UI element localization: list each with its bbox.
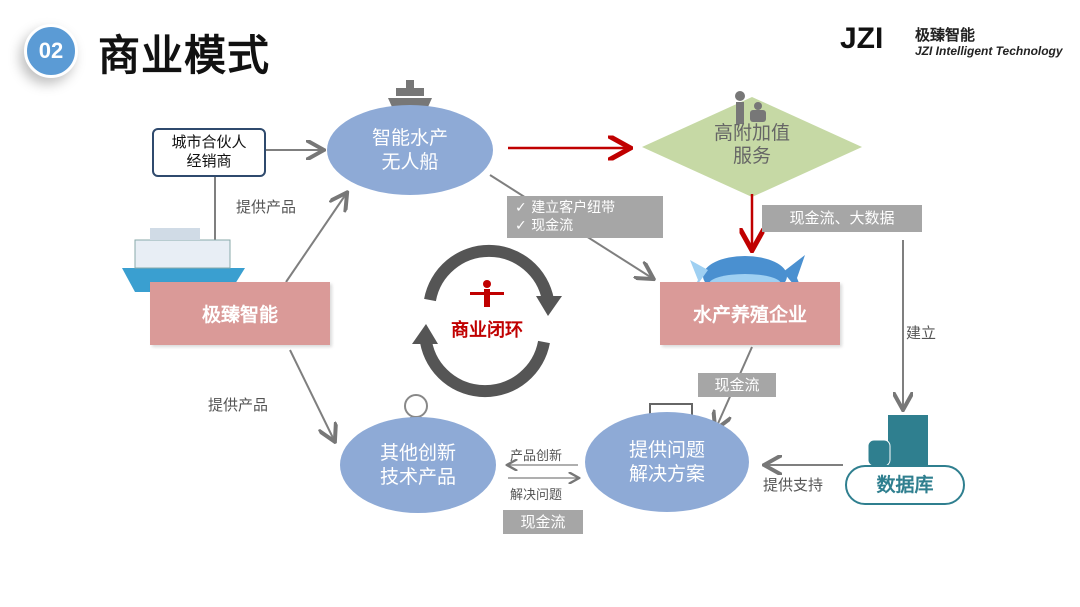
solve-problem-label: 解决问题 — [510, 488, 563, 503]
check-item-text: 建立客户纽带 — [531, 200, 616, 216]
section-number-badge: 02 — [24, 24, 78, 78]
build-label: 建立 — [906, 324, 937, 342]
unmanned-boat-node: 智能水产 无人船 — [327, 105, 493, 195]
server-database-icon — [867, 415, 928, 469]
solution-node: 提供问题 解决方案 — [585, 412, 749, 512]
value-service-diamond — [642, 97, 862, 197]
provide-product-label: 提供产品 — [208, 396, 269, 414]
business-loop-label: 商业闭环 — [451, 320, 523, 341]
check-list-label: ✓ 建立客户纽带 ✓ 现金流 — [507, 196, 663, 238]
cash-flow-label: 现金流 — [503, 510, 583, 534]
company-logo: JZI — [840, 22, 884, 55]
logo-name-en: JZI Intelligent Technology — [915, 44, 1063, 58]
partner-box: 城市合伙人 经销商 — [152, 128, 266, 177]
cash-flow-label: 现金流 — [698, 373, 776, 397]
aquaculture-node: 水产养殖企业 — [660, 282, 840, 345]
logo-name-cn: 极臻智能 — [915, 26, 976, 44]
product-innovation-label: 产品创新 — [510, 449, 563, 464]
check-item-text: 现金流 — [531, 218, 574, 234]
cash-bigdata-label: 现金流、大数据 — [762, 205, 922, 232]
page-title: 商业模式 — [98, 31, 271, 80]
value-service-node: 高附加值 服务 — [713, 122, 790, 167]
check-item: ✓ 现金流 — [515, 218, 574, 234]
provide-support-label: 提供支持 — [763, 476, 824, 494]
person-robot-icon — [735, 91, 766, 124]
scale-person-icon — [470, 280, 504, 307]
provide-product-label: 提供产品 — [236, 198, 297, 216]
database-node: 数据库 — [845, 465, 965, 505]
check-item: ✓ 建立客户纽带 — [515, 200, 616, 216]
company-node: 极臻智能 — [150, 282, 330, 345]
cycle-arrows-icon — [420, 244, 554, 398]
innovation-node: 其他创新 技术产品 — [340, 417, 496, 513]
